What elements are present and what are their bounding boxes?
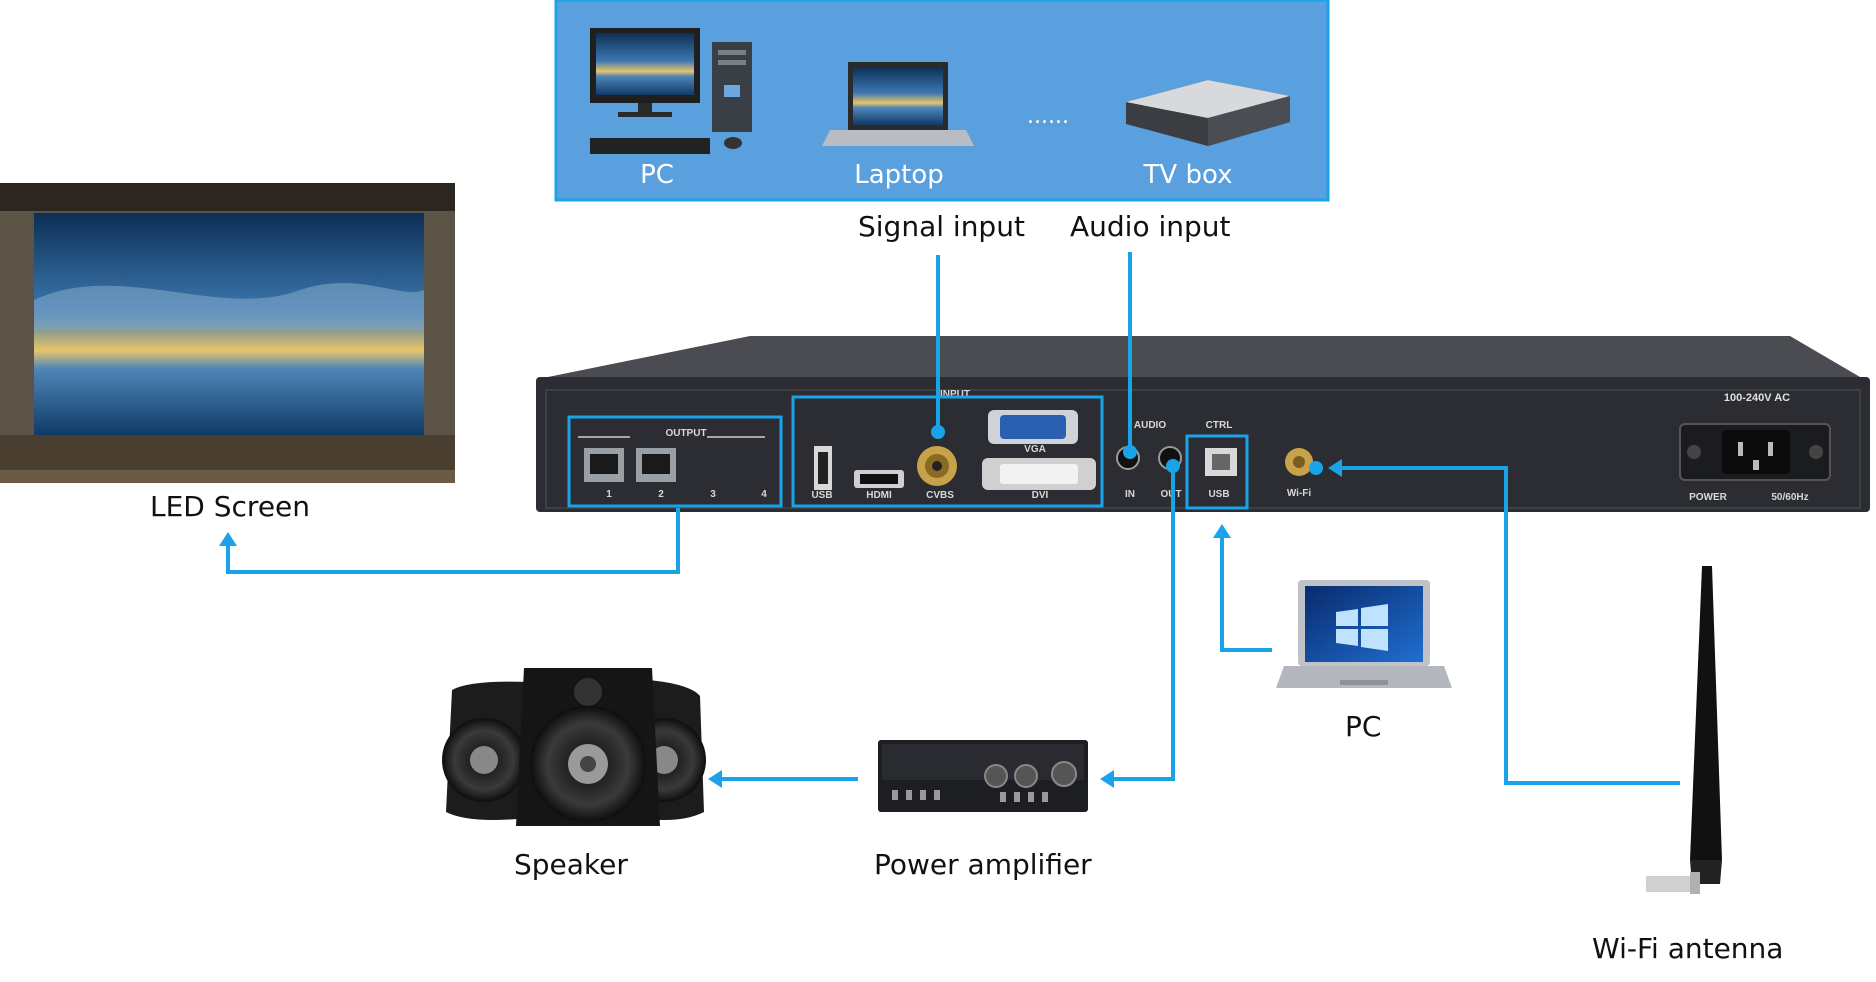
speaker-label: Speaker: [514, 848, 628, 881]
speaker-image: [442, 668, 706, 826]
vga-input-label: VGA: [1024, 444, 1046, 455]
led-screen-label: LED Screen: [150, 490, 311, 523]
port-highlights: [567, 395, 1249, 510]
pc-source-label: PC: [640, 160, 674, 190]
audio-out-line: [1112, 466, 1175, 781]
led-screen-image: [0, 183, 455, 483]
speaker-arrow: [708, 770, 722, 788]
audio-out-dot: [1166, 459, 1180, 473]
controller-rear-panel: OUTPUT 1 2 3 4 INPUT USB HDMI CVBS VGA D…: [536, 336, 1870, 512]
audio-label: AUDIO: [1134, 420, 1166, 431]
source-devices-panel: [554, 0, 1330, 202]
wifi-antenna-label: Wi-Fi antenna: [1592, 932, 1784, 965]
power-amplifier-label: Power amplifier: [874, 848, 1092, 881]
connection-arrows: [219, 459, 1342, 788]
amplifier-arrow: [1100, 770, 1114, 788]
tv-box-source-label: TV box: [1143, 160, 1233, 190]
wifi-arrow: [1328, 459, 1342, 477]
ctrl-arrow: [1213, 524, 1231, 538]
usb-input-label: USB: [811, 490, 832, 501]
led-arrow: [219, 532, 237, 546]
power-amplifier-image: [878, 740, 1088, 812]
signal-input-label: Signal input: [858, 210, 1025, 243]
dvi-input-label: DVI: [1032, 490, 1049, 501]
wifi-port-label: Wi-Fi: [1287, 488, 1312, 499]
frequency-label: 50/60Hz: [1771, 492, 1808, 503]
more-sources-ellipsis: ......: [1027, 104, 1069, 129]
power-label: POWER: [1689, 492, 1728, 503]
pc-source-icon: [590, 28, 752, 154]
ctrl-usb-label: USB: [1208, 489, 1229, 500]
input-label: INPUT: [940, 389, 970, 400]
output-port-4-label: 4: [761, 489, 767, 500]
output-port-1-label: 1: [606, 489, 612, 500]
audio-in-dot: [1123, 445, 1137, 459]
port-dots: [931, 425, 1323, 475]
output-ports: [578, 436, 765, 482]
power-socket: [1679, 423, 1831, 481]
input-highlight: [791, 395, 1104, 508]
cvbs-input-label: CVBS: [926, 490, 954, 501]
cvbs-dot: [931, 425, 945, 439]
audio-in-label: IN: [1125, 489, 1135, 500]
output-label: OUTPUT: [665, 428, 706, 439]
hdmi-input-label: HDMI: [866, 490, 892, 501]
antenna-to-wifi-line: [1340, 466, 1680, 785]
audio-input-label: Audio input: [1070, 210, 1231, 243]
laptop-source-icon: [822, 62, 974, 146]
wifi-antenna-image: [1646, 566, 1722, 894]
pc-to-ctrl-line: [1220, 536, 1272, 652]
tv-box-source-icon: [1126, 80, 1290, 146]
ctrl-usb-highlight: [1185, 434, 1249, 510]
input-ports: [814, 410, 1096, 490]
connection-lines: [226, 252, 1680, 785]
led-output-line: [226, 508, 680, 574]
wifi-dot: [1309, 461, 1323, 475]
laptop-source-label: Laptop: [854, 160, 944, 190]
ctrl-label: CTRL: [1206, 420, 1233, 431]
ac-voltage-label: 100-240V AC: [1724, 392, 1790, 404]
control-pc-label: PC: [1345, 710, 1382, 743]
output-port-2-label: 2: [658, 489, 664, 500]
output-port-3-label: 3: [710, 489, 716, 500]
output-highlight: [567, 415, 783, 508]
control-pc-image: [1276, 580, 1452, 688]
